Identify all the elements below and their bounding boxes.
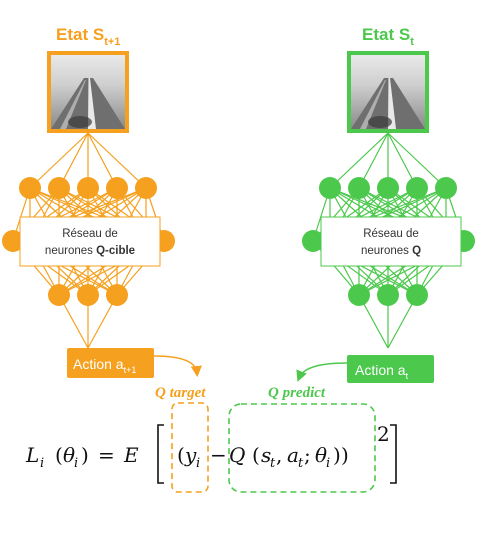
- target-neuron-output: [77, 284, 99, 306]
- predict-neuron-input: [348, 177, 370, 199]
- target-connection: [29, 132, 89, 189]
- formula-s-sub: t: [270, 456, 276, 471]
- formula-L-sub: i: [40, 456, 44, 471]
- target-arrow: [153, 355, 202, 378]
- target-connection: [87, 132, 147, 189]
- target-neuron-output: [48, 284, 70, 306]
- formula-minus: −: [210, 443, 227, 467]
- predict-neuron-hidden: [302, 230, 324, 252]
- target-neuron-input: [48, 177, 70, 199]
- formula-bracket-close: [390, 424, 397, 484]
- target-neuron-output: [106, 284, 128, 306]
- formula-semicolon: ;: [304, 443, 311, 467]
- q-target-label: Q target: [155, 385, 206, 401]
- formula-Q: Q: [229, 443, 245, 467]
- formula-theta2-sub: i: [326, 456, 330, 471]
- predict-arrow: [296, 362, 348, 382]
- target-neuron-input: [77, 177, 99, 199]
- target-network-label-line2: neurones Q-cible: [45, 245, 135, 257]
- target-neurons: [2, 177, 175, 306]
- formula-bracket-open: [157, 424, 164, 484]
- target-action-label: Action at+1: [73, 356, 136, 375]
- formula-equals: =: [98, 443, 115, 467]
- target-dashed-box: [171, 402, 209, 493]
- predict-neuron-input: [377, 177, 399, 199]
- predict-network-group: Etat St Réseau de neurones Q Action at Q…: [268, 25, 475, 401]
- formula-a-sub: t: [298, 456, 304, 471]
- target-network-group: Etat St+1 Réseau de neurones Q-cible Act…: [2, 25, 206, 401]
- predict-action-label: Action at: [355, 362, 409, 381]
- formula-paren3-close: ): [333, 443, 341, 467]
- formula-paren3-open: (: [252, 443, 260, 467]
- predict-network-label-box: Réseau de neurones Q: [320, 216, 462, 267]
- formula-y-sub: i: [196, 456, 200, 471]
- predict-connection: [387, 132, 447, 189]
- predict-neuron-input: [435, 177, 457, 199]
- formula-theta-sub: i: [74, 456, 78, 471]
- target-action-box: Action at+1: [67, 348, 154, 378]
- predict-action-box: Action at: [347, 355, 434, 383]
- target-network-label-box: Réseau de neurones Q-cible: [19, 216, 161, 267]
- formula-L: L: [25, 443, 39, 467]
- formula-theta: θ: [63, 443, 75, 467]
- target-neuron-input: [106, 177, 128, 199]
- predict-road-image: [347, 51, 429, 133]
- formula-theta2: θ: [315, 443, 327, 467]
- predict-network-label-line2: neurones Q: [361, 245, 421, 257]
- predict-neuron-input: [319, 177, 341, 199]
- loss-formula: L i ( θ i ) = E ( y i − Q ( s t , a t ; …: [25, 422, 397, 484]
- predict-network-label-line1: Réseau de: [363, 228, 419, 240]
- formula-paren-open: (: [55, 443, 63, 467]
- target-neuron-input: [135, 177, 157, 199]
- target-road-image: [47, 51, 129, 133]
- target-network-label-line1: Réseau de: [62, 228, 118, 240]
- formula-y: y: [184, 443, 197, 467]
- predict-neuron-output: [377, 284, 399, 306]
- formula-paren2-open: (: [177, 443, 185, 467]
- formula-E: E: [123, 443, 139, 467]
- formula-exponent: 2: [377, 422, 390, 446]
- formula-paren-close: ): [81, 443, 89, 467]
- target-neuron-hidden: [2, 230, 24, 252]
- formula-a: a: [287, 443, 299, 467]
- predict-neuron-output: [406, 284, 428, 306]
- target-neuron-input: [19, 177, 41, 199]
- target-state-title: Etat St+1: [56, 25, 120, 48]
- predict-neuron-input: [406, 177, 428, 199]
- formula-s: s: [261, 443, 271, 467]
- formula-comma1: ,: [276, 443, 282, 467]
- predict-neuron-output: [348, 284, 370, 306]
- predict-state-title: Etat St: [362, 25, 414, 48]
- predict-dashed-box: [228, 403, 376, 493]
- predict-connection: [329, 132, 389, 189]
- q-predict-label: Q predict: [268, 385, 326, 401]
- formula-paren2-close: ): [341, 443, 349, 467]
